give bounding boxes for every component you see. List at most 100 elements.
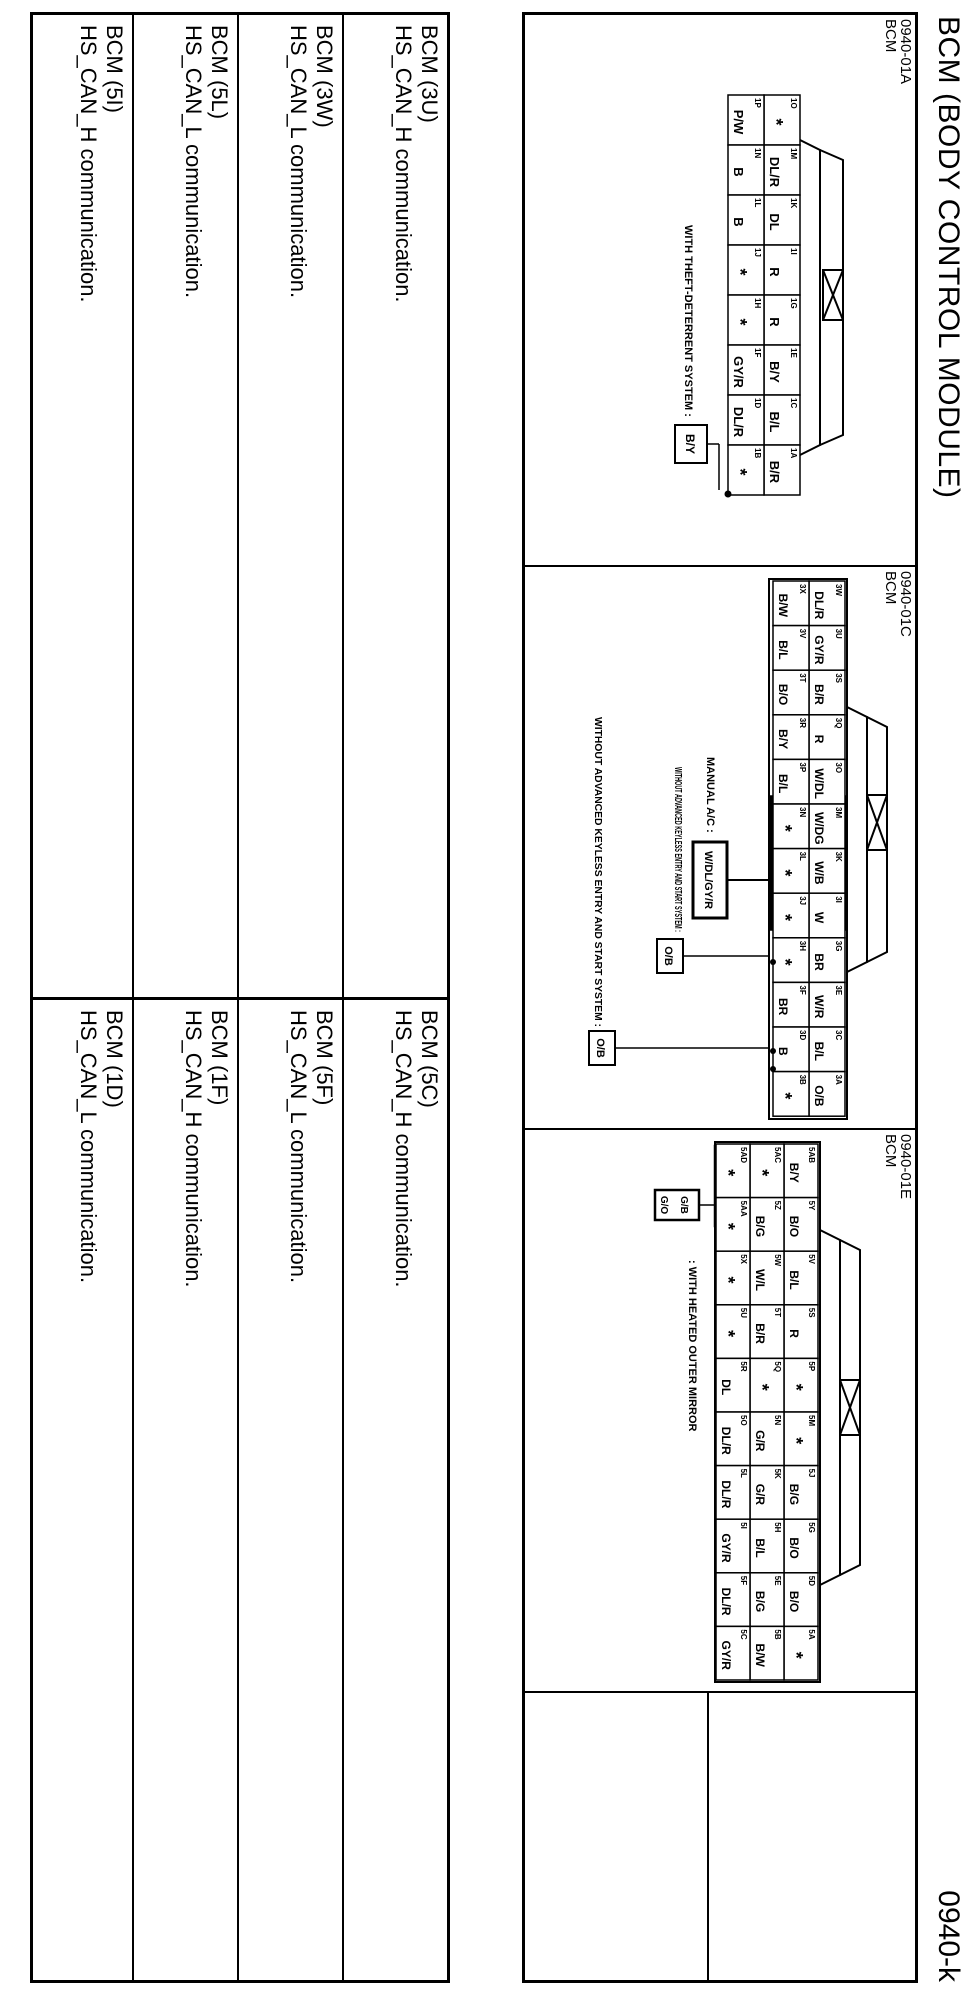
row-id: BCM (5I) (102, 25, 127, 113)
pin-wire-color: B/G (753, 1591, 767, 1612)
pin-3t: 3TB/O (772, 669, 810, 716)
pin-5ac: 5AC* (749, 1143, 785, 1199)
pin-wire-color: B/Y (787, 1163, 801, 1183)
pin-wire-color: B/L (767, 412, 782, 433)
pin-number: 5R (739, 1361, 748, 1371)
pin-number: 5O (739, 1415, 748, 1426)
divider (707, 1693, 709, 1980)
pin-number: 5AC (773, 1147, 782, 1163)
note-value: B/Y (683, 434, 697, 454)
row-text: HS_CAN_L communication. (286, 1010, 311, 1284)
table-column-right: BCM (5C) HS_CAN_H communication. BCM (5F… (33, 1000, 447, 1980)
pin-number: 1E (789, 348, 798, 358)
pin-wire-color: * (718, 1223, 738, 1230)
pin-number: 3A (834, 1075, 843, 1085)
pin-wire-color: B/W (776, 594, 790, 618)
pin-wire-color: * (775, 1092, 795, 1099)
pin-5j: 5JB/G (783, 1464, 819, 1520)
pin-wire-color: DL (767, 213, 782, 230)
pin-3v: 3VB/L (772, 624, 810, 671)
pin-wire-color: DL/R (767, 157, 782, 188)
pin-5aa: 5AA* (715, 1196, 751, 1252)
pin-number: 3C (834, 1030, 843, 1040)
pin-number: 3G (834, 941, 843, 952)
pin-wire-color: * (752, 1384, 772, 1391)
connector-diagram-01e: 5ABB/Y5YB/O5VB/L5SR5P*5M*5JB/G5GB/O5DB/O… (653, 1141, 861, 1683)
pin-wire-color: * (786, 1652, 806, 1659)
pin-number: 5H (773, 1522, 782, 1532)
pin-wire-color: * (718, 1276, 738, 1283)
pin-wire-color: B/L (812, 1042, 826, 1061)
pin-5ad: 5AD* (715, 1143, 751, 1199)
pin-number: 5AA (739, 1201, 748, 1217)
pin-5u: 5U* (715, 1304, 751, 1360)
pin-number: 1L (753, 198, 762, 207)
pin-number: 1N (753, 148, 762, 158)
pin-number: 5Q (773, 1361, 782, 1372)
pin-5b: 5BB/W (749, 1625, 785, 1681)
pin-wire-color: B/O (787, 1591, 801, 1612)
pin-5y: 5YB/O (783, 1196, 819, 1252)
pin-1h: 1H* (727, 294, 765, 346)
pin-number: 1F (753, 348, 762, 357)
note-label: MANUAL A/C : (704, 757, 716, 833)
pin-3j: 3J* (772, 892, 810, 939)
pin-3x: 3X B/W (772, 580, 810, 627)
empty-panel (525, 1693, 915, 1980)
pin-1k: 1K DL (763, 194, 801, 246)
pin-number: 3O (834, 762, 843, 773)
pin-5d: 5DB/O (783, 1572, 819, 1628)
table-column-left: BCM (3U) HS_CAN_H communication. BCM (3W… (33, 15, 447, 1000)
row-id: BCM (5L) (207, 25, 232, 120)
pin-1a: 1AB/R (763, 444, 801, 496)
pin-3h: 3H* (772, 937, 810, 984)
pin-number: 5C (739, 1629, 748, 1639)
pin-number: 1K (789, 198, 798, 208)
pin-3i: 3IW (808, 892, 846, 939)
table-row: BCM (5I) HS_CAN_H communication. (33, 15, 132, 997)
pin-5e: 5EB/G (749, 1572, 785, 1628)
pin-number: 5S (807, 1308, 816, 1318)
pin-number: 3X (798, 584, 807, 594)
pin-number: 5I (739, 1522, 748, 1529)
pin-wire-color: DL/R (719, 1427, 733, 1455)
pin-wire-color: R (767, 267, 782, 277)
pin-number: 5M (807, 1415, 816, 1426)
pin-wire-color: B/L (787, 1270, 801, 1289)
pin-cell (727, 444, 765, 496)
pin-wire-color: DL (719, 1379, 733, 1395)
pin-wire-color: W/L (753, 1269, 767, 1291)
pin-wire-color: * (730, 468, 750, 475)
pin-3m: 3MW/DG (808, 803, 846, 850)
page-title: BCM (BODY CONTROL MODULE) (932, 16, 965, 499)
pin-3c: 3C B/L (808, 1026, 846, 1073)
pin-wire-color: DL/R (812, 591, 826, 619)
pin-5v: 5VB/L (783, 1250, 819, 1306)
pin-wire-color: B/L (753, 1538, 767, 1557)
pin-wire-color: W/DG (812, 812, 826, 845)
pin-number: 1H (753, 298, 762, 308)
note-value: W/DL/GY/R (702, 851, 714, 909)
pin-5s: 5SR (783, 1304, 819, 1360)
pin-number: 5T (773, 1308, 782, 1317)
pin-5r: 5R DL (715, 1357, 751, 1413)
pin-wire-color: * (775, 914, 795, 921)
pin-dot (770, 1048, 776, 1054)
table-row: BCM (3W) HS_CAN_L communication. (237, 15, 342, 997)
pin-number: 3L (798, 852, 807, 861)
pin-number: 1G (789, 298, 798, 309)
pin-1p: 1PP/W (727, 94, 765, 146)
pin-3e: 3EW/R (808, 981, 846, 1028)
pin-1g: 1GR (763, 294, 801, 346)
pin-3o: 3OW/DL (808, 758, 846, 805)
pin-wire-color: * (775, 959, 795, 966)
pin-5p: 5P* (783, 1357, 819, 1413)
row-id: BCM (1F) (207, 1010, 232, 1106)
